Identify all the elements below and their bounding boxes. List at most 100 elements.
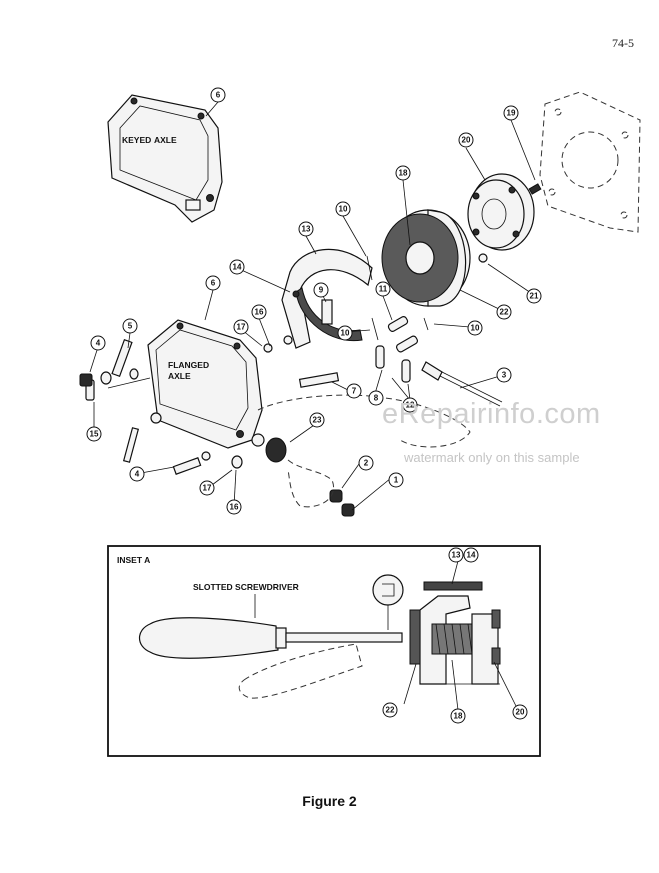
svg-text:10: 10 — [339, 205, 348, 214]
cotter-pin-middle — [371, 317, 379, 341]
callout-5: 5 — [122, 318, 138, 334]
svg-text:6: 6 — [216, 91, 221, 100]
callout-9: 9 — [313, 282, 329, 298]
inset-callout-18: 18 — [450, 708, 466, 724]
bolts — [85, 338, 340, 475]
inset-callout-13: 13 — [448, 547, 464, 563]
brake-links — [375, 316, 419, 383]
callout-19: 19 — [503, 105, 519, 121]
callout-11: 11 — [375, 281, 391, 297]
svg-text:14: 14 — [233, 263, 242, 272]
mounting-plate — [539, 91, 641, 233]
inset-leader-13 — [451, 560, 459, 585]
svg-text:22: 22 — [500, 308, 509, 317]
callout-10-middle: 10 — [337, 325, 353, 341]
callout-16-upper: 16 — [251, 304, 267, 320]
svg-text:10: 10 — [471, 324, 480, 333]
screwdriver-label: SLOTTED SCREWDRIVER — [193, 582, 299, 592]
svg-text:9: 9 — [319, 286, 324, 295]
watermark-text: eRepairinfo.com — [382, 398, 601, 430]
inset-leader-18 — [451, 659, 459, 711]
callout-12: 12 — [402, 397, 418, 413]
axle-seal — [265, 437, 335, 508]
inset-callout-22: 22 — [382, 702, 398, 718]
svg-text:5: 5 — [128, 322, 133, 331]
callout-1: 1 — [388, 472, 404, 488]
callout-10-right: 10 — [467, 320, 483, 336]
callout-21: 21 — [526, 288, 542, 304]
callout-20: 20 — [458, 132, 474, 148]
svg-text:2: 2 — [364, 459, 369, 468]
figure-caption: Figure 2 — [302, 793, 357, 809]
rod-path-outline — [257, 394, 471, 448]
inset-leader-22 — [403, 663, 417, 705]
callout-4-lower: 4 — [129, 466, 145, 482]
callout-15: 15 — [86, 426, 102, 442]
callout-17-upper: 17 — [233, 319, 249, 335]
callout-6-flanged: 6 — [205, 275, 221, 291]
callout-4-upper: 4 — [90, 335, 106, 351]
keyed-axle-label-1: KEYED — [122, 135, 151, 145]
inset-title: INSET A — [117, 555, 150, 565]
callout-6-keyed: 6 — [210, 87, 226, 103]
svg-text:4: 4 — [96, 339, 101, 348]
svg-text:18: 18 — [454, 712, 463, 721]
inset-callout-14: 14 — [463, 547, 479, 563]
flanged-axle-cover: FLANGED AXLE — [147, 319, 265, 449]
inset-leader-20 — [493, 661, 517, 707]
nuts-washers — [79, 335, 355, 517]
svg-text:1: 1 — [394, 476, 399, 485]
cotter-pin-upper — [366, 255, 373, 281]
callout-8: 8 — [368, 390, 384, 406]
svg-text:19: 19 — [507, 109, 516, 118]
page-number: 74-5 — [612, 36, 634, 50]
brake-shoe — [281, 248, 373, 349]
svg-text:22: 22 — [386, 706, 395, 715]
callout-3: 3 — [496, 367, 512, 383]
brake-hub — [467, 173, 535, 251]
shoe-pin — [321, 299, 333, 325]
brake-rod — [421, 361, 503, 407]
svg-text:20: 20 — [462, 136, 471, 145]
inset-a: INSET A SLOTTED SCREWDRIVER — [107, 545, 541, 757]
callout-23: 23 — [309, 412, 325, 428]
keyed-axle-cover: KEYED AXLE — [107, 94, 223, 223]
svg-text:23: 23 — [313, 416, 322, 425]
svg-text:13: 13 — [302, 225, 311, 234]
inset-callout-20: 20 — [512, 704, 528, 720]
svg-text:12: 12 — [406, 401, 415, 410]
svg-text:17: 17 — [203, 484, 212, 493]
keyed-axle-label-2: AXLE — [154, 135, 177, 145]
brake-drum — [381, 209, 471, 307]
callout-22: 22 — [496, 304, 512, 320]
callout-7: 7 — [346, 383, 362, 399]
svg-text:11: 11 — [379, 285, 388, 294]
svg-text:6: 6 — [211, 279, 216, 288]
cotter-pin-right — [423, 317, 429, 331]
svg-text:14: 14 — [467, 551, 476, 560]
ball — [478, 253, 488, 263]
svg-text:10: 10 — [341, 329, 350, 338]
flanged-axle-label-2: AXLE — [168, 371, 191, 381]
svg-text:15: 15 — [90, 430, 99, 439]
svg-text:20: 20 — [516, 708, 525, 717]
callout-16-lower: 16 — [226, 499, 242, 515]
setscrew — [528, 183, 542, 195]
callout-17-lower: 17 — [199, 480, 215, 496]
callout-13: 13 — [298, 221, 314, 237]
svg-text:18: 18 — [399, 169, 408, 178]
svg-text:7: 7 — [352, 387, 357, 396]
svg-text:4: 4 — [135, 470, 140, 479]
callout-2: 2 — [358, 455, 374, 471]
callout-14: 14 — [229, 259, 245, 275]
watermark-subtext: watermark only on this sample — [404, 450, 580, 465]
callout-18: 18 — [395, 165, 411, 181]
svg-text:16: 16 — [255, 308, 264, 317]
flanged-axle-label-1: FLANGED — [168, 360, 209, 370]
svg-text:3: 3 — [502, 371, 507, 380]
svg-text:17: 17 — [237, 323, 246, 332]
svg-text:8: 8 — [374, 394, 379, 403]
svg-text:21: 21 — [530, 292, 539, 301]
